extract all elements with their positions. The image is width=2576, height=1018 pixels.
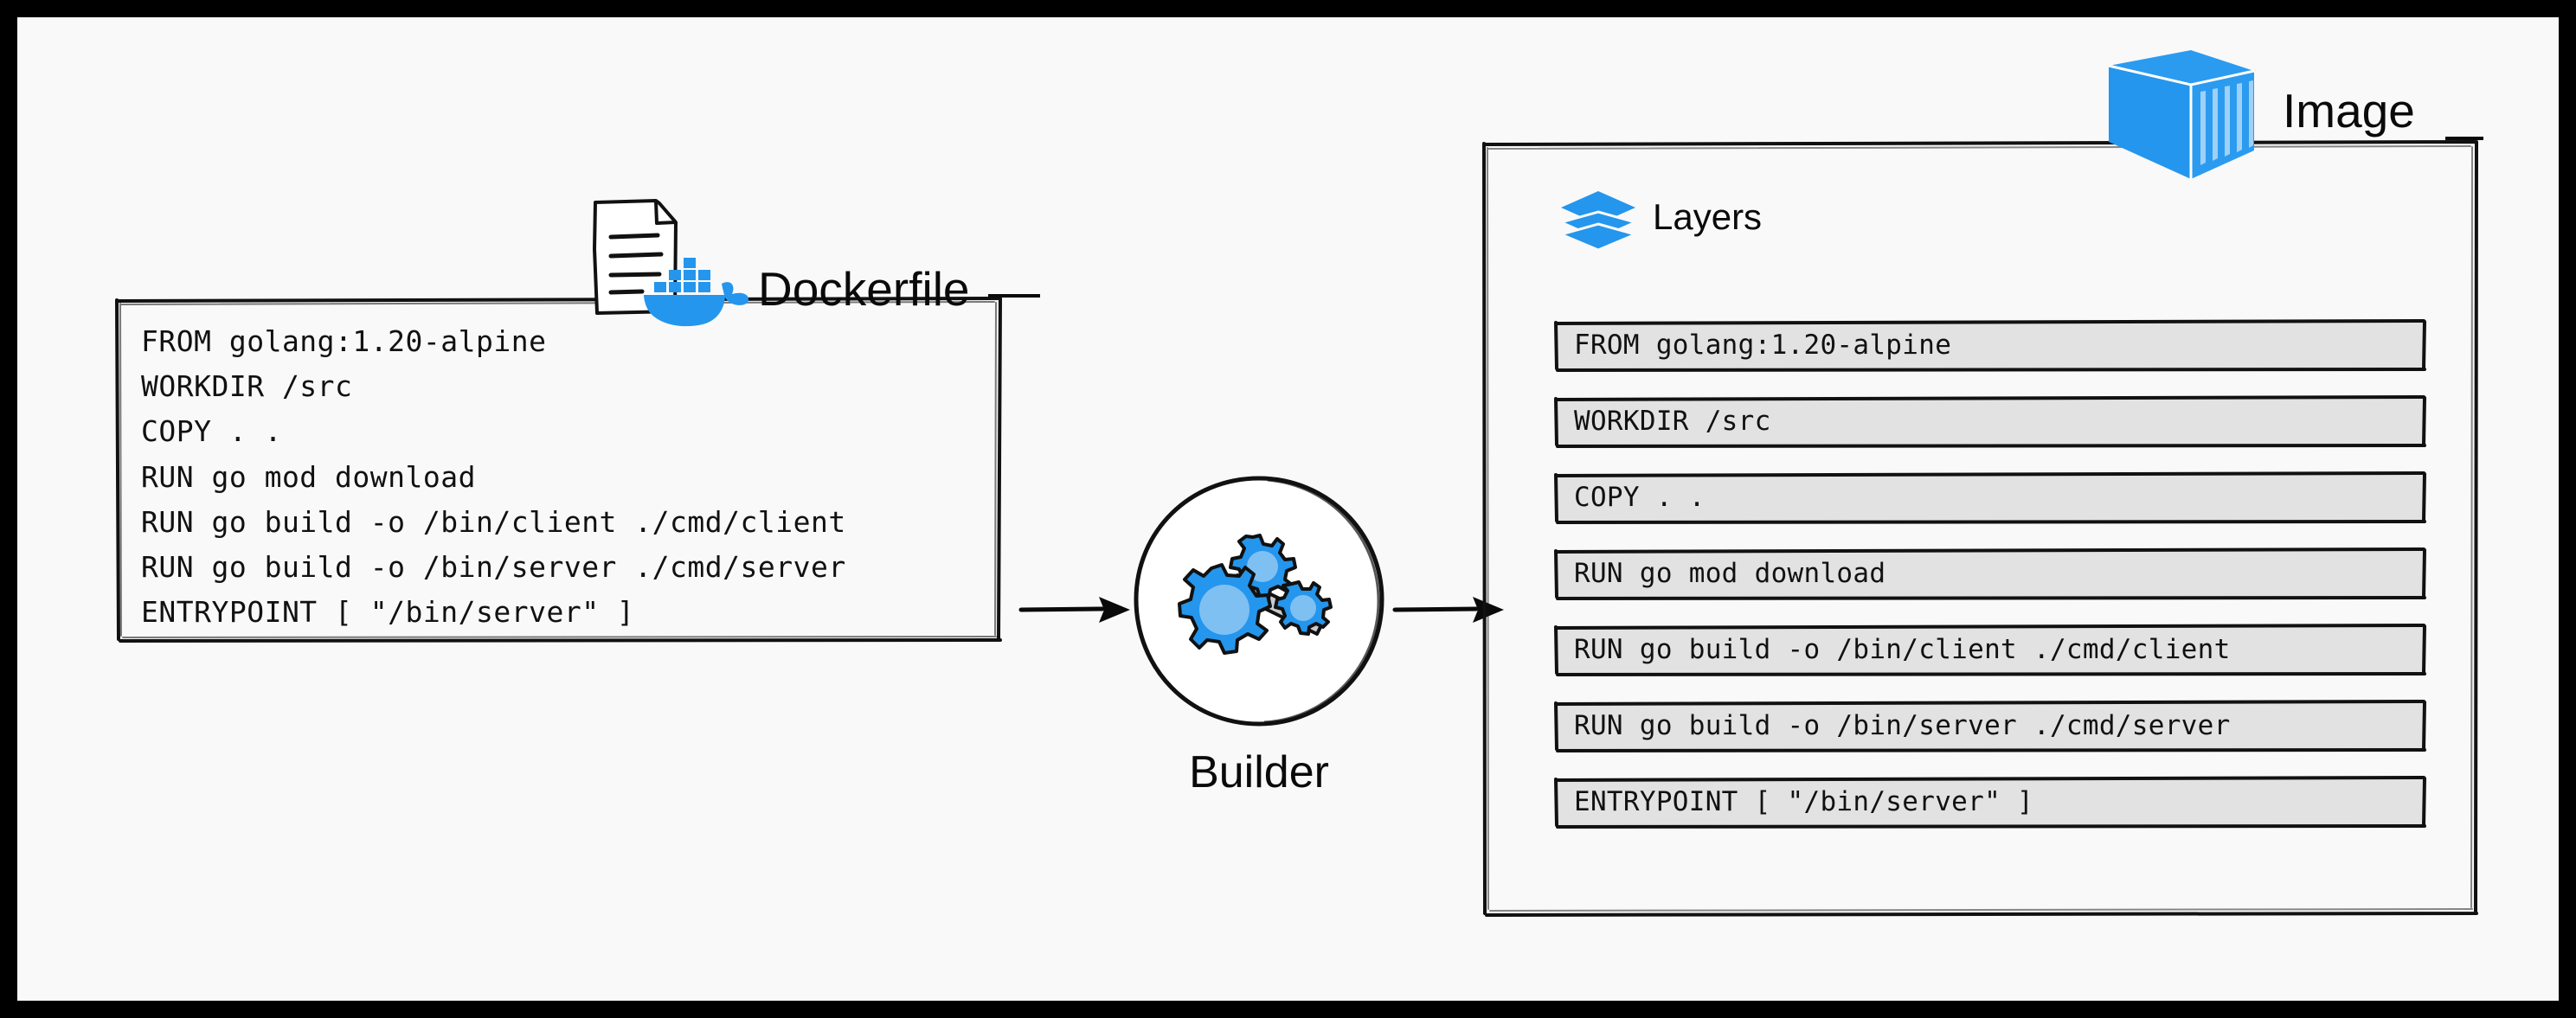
gear-small-right: [1274, 580, 1333, 636]
dockerfile-line: ENTRYPOINT [ "/bin/server" ]: [141, 595, 635, 630]
shipping-container-icon: [2108, 50, 2255, 179]
dockerfile-panel: FROM golang:1.20-alpine WORKDIR /src COP…: [115, 296, 1003, 643]
layer-row[interactable]: COPY . .: [1553, 471, 2427, 524]
layer-row-label: RUN go mod download: [1574, 558, 1886, 589]
diagram-canvas: FROM golang:1.20-alpine WORKDIR /src COP…: [17, 17, 2559, 1001]
builder-label: Builder: [1189, 747, 1329, 797]
layer-row-border: [1554, 319, 2426, 372]
layer-row-label: COPY . .: [1574, 482, 1706, 513]
layer-row[interactable]: FROM golang:1.20-alpine: [1553, 318, 2427, 372]
layer-row-label: WORKDIR /src: [1574, 406, 1771, 437]
dockerfile-line: RUN go build -o /bin/server ./cmd/server: [141, 549, 846, 584]
image-label: Image: [2283, 84, 2415, 138]
arrow-dockerfile-to-builder: [1018, 597, 1130, 623]
image-label-connector: [2445, 137, 2483, 140]
layer-list: FROM golang:1.20-alpine WORKDIR /src COP…: [1553, 318, 2427, 880]
layers-header: Layers: [1559, 186, 1905, 255]
layer-row-label: FROM golang:1.20-alpine: [1574, 330, 1952, 361]
dockerfile-panel-border: [115, 297, 1002, 643]
gear-large-left: [1178, 563, 1272, 655]
layer-row-border: [1554, 471, 2426, 524]
dockerfile-label: Dockerfile: [758, 262, 970, 316]
layer-row-border: [1554, 395, 2426, 448]
layer-row-border: [1554, 624, 2426, 676]
image-panel-border: [1482, 140, 2478, 917]
layer-row-border: [1554, 776, 2426, 829]
layer-row-label: ENTRYPOINT [ "/bin/server" ]: [1574, 786, 2033, 817]
dockerfile-line: COPY . .: [141, 414, 282, 449]
layer-row-label: RUN go build -o /bin/server ./cmd/server: [1574, 710, 2231, 741]
dockerfile-line: RUN go build -o /bin/client ./cmd/client: [141, 504, 846, 539]
dockerfile-label-connector: [988, 294, 1040, 298]
gears-and-wrench-icon: [1178, 534, 1333, 655]
docker-whale-icon: [644, 258, 749, 327]
image-label-group: Image: [2107, 47, 2470, 202]
image-panel: [1481, 138, 2479, 917]
layer-row[interactable]: RUN go build -o /bin/server ./cmd/server: [1553, 699, 2427, 752]
dockerfile-line: FROM golang:1.20-alpine: [141, 324, 547, 358]
builder-group: Builder: [1129, 471, 1415, 817]
layer-row-label: RUN go build -o /bin/client ./cmd/client: [1574, 634, 2231, 665]
dockerfile-line: WORKDIR /src: [141, 369, 353, 404]
stacked-layers-icon: [1559, 191, 1637, 252]
layer-row[interactable]: ENTRYPOINT [ "/bin/server" ]: [1553, 775, 2427, 829]
layer-row[interactable]: WORKDIR /src: [1553, 394, 2427, 448]
layer-row[interactable]: RUN go build -o /bin/client ./cmd/client: [1553, 623, 2427, 676]
dockerfile-line: RUN go mod download: [141, 459, 476, 494]
layers-label: Layers: [1653, 196, 1763, 237]
layer-row-border: [1554, 700, 2426, 752]
layer-row[interactable]: RUN go mod download: [1553, 547, 2427, 600]
dockerfile-label-group: Dockerfile: [588, 190, 1038, 355]
layer-row-border: [1554, 547, 2426, 600]
dockerfile-content: FROM golang:1.20-alpine WORKDIR /src COP…: [141, 320, 991, 634]
